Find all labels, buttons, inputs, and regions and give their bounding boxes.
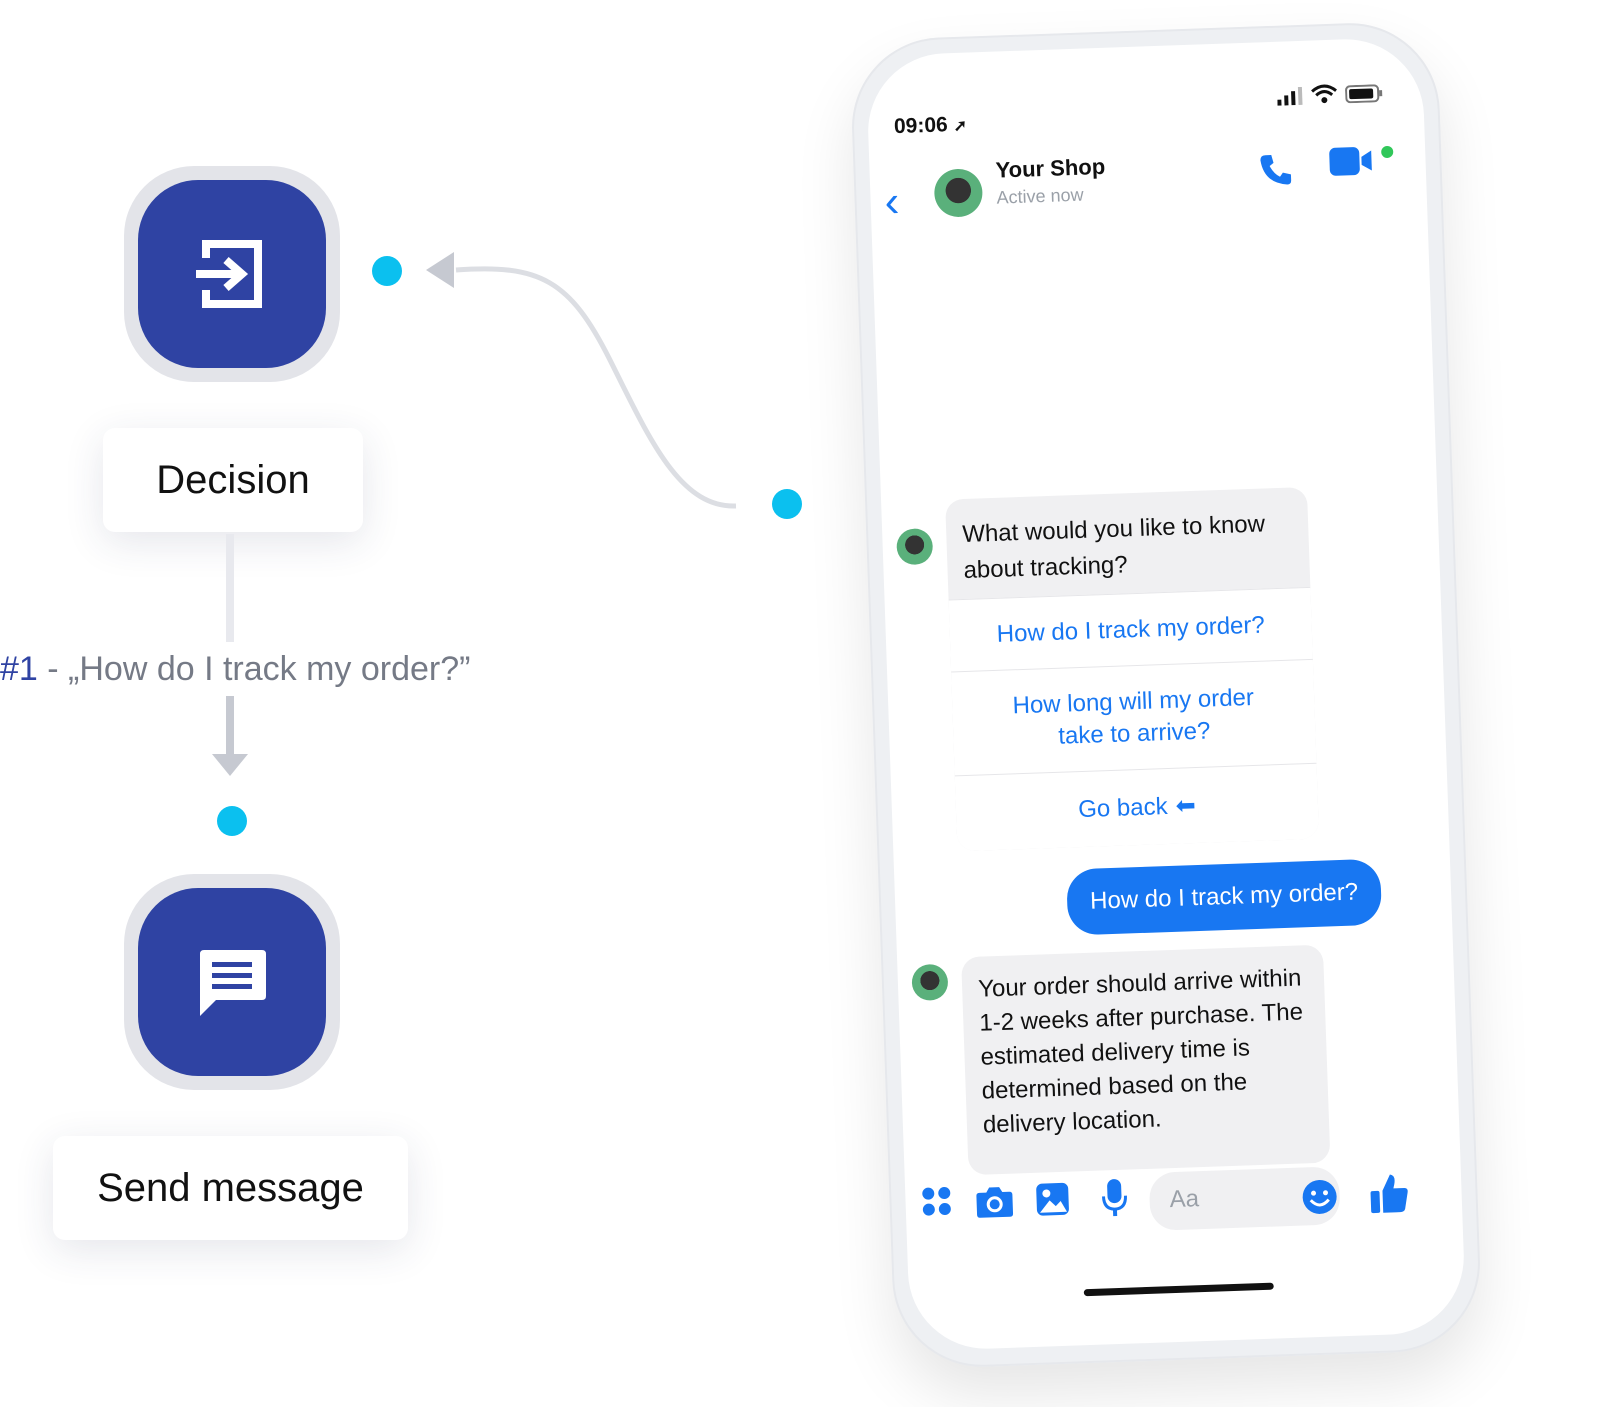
send-message-label-card: Send message (53, 1136, 408, 1240)
microphone-icon[interactable] (1101, 1178, 1128, 1219)
send-input-dot[interactable] (217, 806, 247, 836)
back-chevron-icon[interactable]: ‹ (883, 177, 901, 227)
quick-reply-track-order[interactable]: How do I track my order? (948, 586, 1313, 672)
gallery-icon[interactable] (1035, 1182, 1070, 1217)
message-icon (200, 950, 266, 1016)
message-input-placeholder: Aa (1169, 1185, 1200, 1214)
emoji-icon[interactable] (1301, 1178, 1338, 1215)
phone-connection-dot[interactable] (772, 489, 802, 519)
cellular-signal-icon (1277, 86, 1303, 106)
bot-avatar-2 (911, 963, 949, 1002)
phone-screen: 09:06 ➚ ‹ Your Shop Active now What woul… (865, 36, 1467, 1352)
quick-reply-go-back[interactable]: Go back ⬅ (954, 762, 1320, 852)
thumbs-up-icon[interactable] (1369, 1172, 1410, 1215)
go-back-label: Go back (1077, 792, 1169, 823)
enter-arrow-icon (196, 240, 262, 308)
menu-dots-icon[interactable] (921, 1186, 952, 1217)
decision-label: Decision (156, 457, 310, 502)
bot-question-text: What would you like to know about tracki… (961, 510, 1266, 584)
shop-name: Your Shop (995, 153, 1106, 183)
shop-avatar (933, 168, 984, 218)
status-time: 09:06 ➚ (893, 113, 968, 139)
curved-connector (426, 252, 737, 509)
left-arrow-icon: ⬅ (1175, 792, 1197, 820)
decision-node-inner (138, 180, 326, 368)
camera-icon[interactable] (975, 1184, 1014, 1219)
location-arrow-icon: ➚ (953, 117, 968, 136)
video-call-icon[interactable] (1327, 142, 1398, 180)
condition-number: #1 (0, 650, 38, 688)
phone-call-icon[interactable] (1257, 151, 1294, 188)
send-message-node-inner (138, 888, 326, 1076)
down-arrow-icon (212, 696, 248, 776)
decision-output-dot[interactable] (372, 256, 402, 286)
bot-avatar (896, 528, 934, 566)
bot-question-card: What would you like to know about tracki… (945, 486, 1320, 852)
condition-label: #1 - „How do I track my order?” (0, 650, 470, 689)
home-indicator[interactable] (1083, 1282, 1274, 1297)
user-reply-bubble: How do I track my order? (1066, 858, 1383, 936)
condition-text: - „How do I track my order?” (37, 650, 471, 688)
status-icons (1277, 82, 1384, 106)
quick-reply-arrival-time[interactable]: How long will my order take to arrive? (951, 658, 1317, 776)
send-message-label: Send message (97, 1165, 364, 1210)
shop-active-status: Active now (996, 184, 1084, 208)
wifi-icon (1311, 84, 1337, 104)
flow-connector-line (226, 534, 234, 642)
battery-icon (1345, 84, 1383, 104)
decision-label-card: Decision (103, 428, 363, 532)
send-message-node[interactable] (124, 874, 340, 1090)
bot-answer-bubble: Your order should arrive within 1-2 week… (961, 944, 1331, 1176)
decision-node[interactable] (124, 166, 340, 382)
